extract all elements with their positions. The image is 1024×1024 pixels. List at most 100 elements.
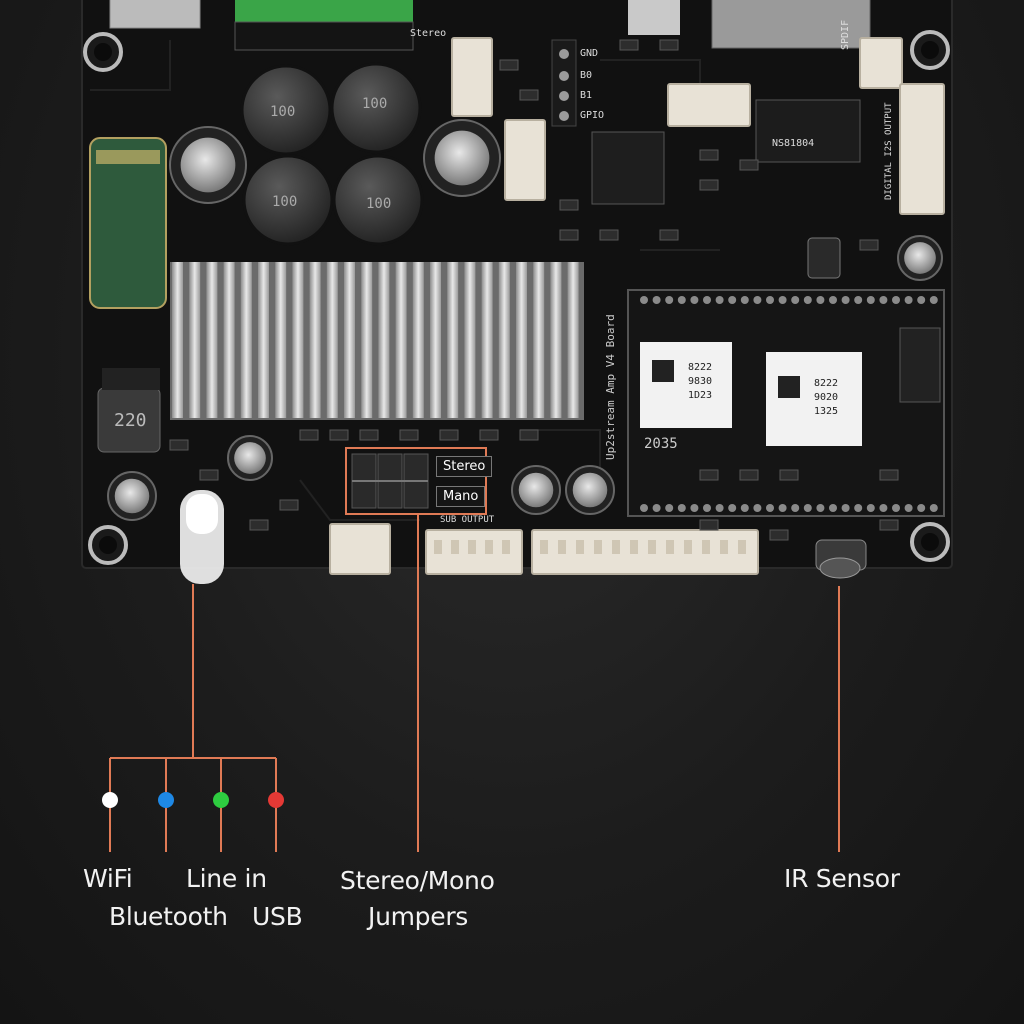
smd-component — [299, 429, 319, 441]
smd-component — [699, 179, 719, 191]
inductor-mark-2: 100 — [362, 96, 388, 112]
capacitor-top-2 — [434, 130, 490, 186]
module-pin — [803, 504, 812, 512]
label-ir-sensor: IR Sensor — [784, 864, 900, 893]
ic-marking: NS81804 — [772, 138, 815, 149]
silk-i2s: DIGITAL I2S OUTPUT — [884, 102, 894, 200]
module-pin — [854, 504, 863, 512]
connector-pin — [451, 540, 459, 554]
module-pin — [766, 504, 774, 512]
module-pin — [740, 296, 749, 304]
smd-component — [519, 429, 539, 441]
connector-pin — [684, 540, 692, 554]
module-chip-1-line-1: 8222 — [688, 362, 713, 373]
label-wifi: WiFi — [83, 864, 133, 893]
connector-pin — [702, 540, 710, 554]
inductor-3 — [242, 154, 334, 246]
smd-component — [739, 469, 759, 481]
heatsink-fin — [447, 262, 459, 418]
module-pin — [665, 296, 674, 304]
smd-component — [279, 499, 299, 511]
inductor-mark-4: 100 — [366, 196, 392, 212]
capacitor-top-4 — [518, 472, 554, 508]
silk-spdif: SPDIF — [840, 19, 851, 50]
connector-pin — [540, 540, 548, 554]
smd-component — [439, 429, 459, 441]
inductor-1 — [240, 64, 332, 156]
smd-component — [879, 469, 899, 481]
heatsink-fin — [498, 262, 510, 418]
smd-component — [659, 39, 679, 51]
heatsink-fin — [326, 262, 338, 418]
label-jumpers: Jumpers — [368, 902, 469, 931]
module-pin — [753, 504, 762, 512]
connector-pin — [594, 540, 602, 554]
capacitor-top-6 — [114, 478, 150, 514]
module-pin — [778, 296, 787, 304]
inductor-mark-1: 100 — [270, 104, 296, 120]
connector-pin — [648, 540, 656, 554]
module-pin — [841, 296, 850, 304]
heatsink-fin — [275, 262, 287, 418]
small-inductor-mark: 220 — [114, 410, 147, 431]
heatsink-fin — [344, 262, 355, 418]
module-pin — [892, 504, 900, 512]
heatsink-fin — [206, 262, 218, 418]
smd-component — [659, 229, 679, 241]
module-pin — [665, 504, 674, 512]
heatsink-fin — [189, 262, 201, 418]
module-chip-2-line-3: 1325 — [814, 406, 839, 417]
heatsink-fin — [533, 262, 545, 418]
heatsink-fin — [395, 262, 407, 418]
module-pin — [803, 296, 812, 304]
smd-component — [199, 469, 219, 481]
smd-component — [499, 59, 519, 71]
connector-pin — [434, 540, 442, 554]
connector-pin — [502, 540, 510, 554]
inductor-mark-3: 100 — [272, 194, 298, 210]
heatsink-fin — [309, 262, 321, 418]
smd-component — [879, 519, 899, 531]
module-pin — [854, 296, 863, 304]
module-pin — [703, 504, 711, 512]
smd-component — [779, 469, 799, 481]
module-pin — [690, 296, 699, 304]
connector-pin — [468, 540, 476, 554]
smd-component — [479, 429, 499, 441]
heatsink-fin — [292, 262, 304, 418]
heatsink-fin — [550, 262, 562, 418]
module-pin — [929, 504, 938, 512]
smd-component — [739, 159, 759, 171]
module-chip-2-line-2: 9020 — [814, 392, 839, 403]
jumper-stereo-label: Stereo — [436, 456, 493, 477]
capacitor-top-5 — [572, 472, 608, 508]
module-pin — [728, 504, 737, 512]
smd-component — [249, 519, 269, 531]
module-pin — [904, 504, 913, 512]
module-pin — [879, 504, 888, 512]
silk-sub-output: SUB OUTPUT — [440, 515, 495, 525]
module-pin — [917, 504, 926, 512]
heatsink-fin — [240, 262, 252, 418]
label-bluetooth: Bluetooth — [109, 902, 228, 931]
smd-component — [329, 429, 349, 441]
module-pin — [677, 296, 686, 304]
module-pin — [879, 296, 888, 304]
connector-pin — [738, 540, 746, 554]
module-pin — [892, 296, 900, 304]
connector-pin — [612, 540, 620, 554]
module-chip-1-line-2: 9830 — [688, 376, 713, 387]
heatsink-fin — [567, 262, 579, 418]
smd-component — [169, 439, 189, 451]
module-pin — [640, 296, 648, 304]
connector-pin — [558, 540, 566, 554]
module-pin — [816, 296, 825, 304]
heatsink-fin — [258, 262, 269, 418]
capacitor-top-3 — [234, 442, 266, 474]
module-pin — [866, 504, 875, 512]
module-pin — [728, 296, 737, 304]
module-pin — [640, 504, 648, 512]
label-stereo-mono: Stereo/Mono — [340, 866, 495, 895]
label-usb: USB — [252, 902, 303, 931]
